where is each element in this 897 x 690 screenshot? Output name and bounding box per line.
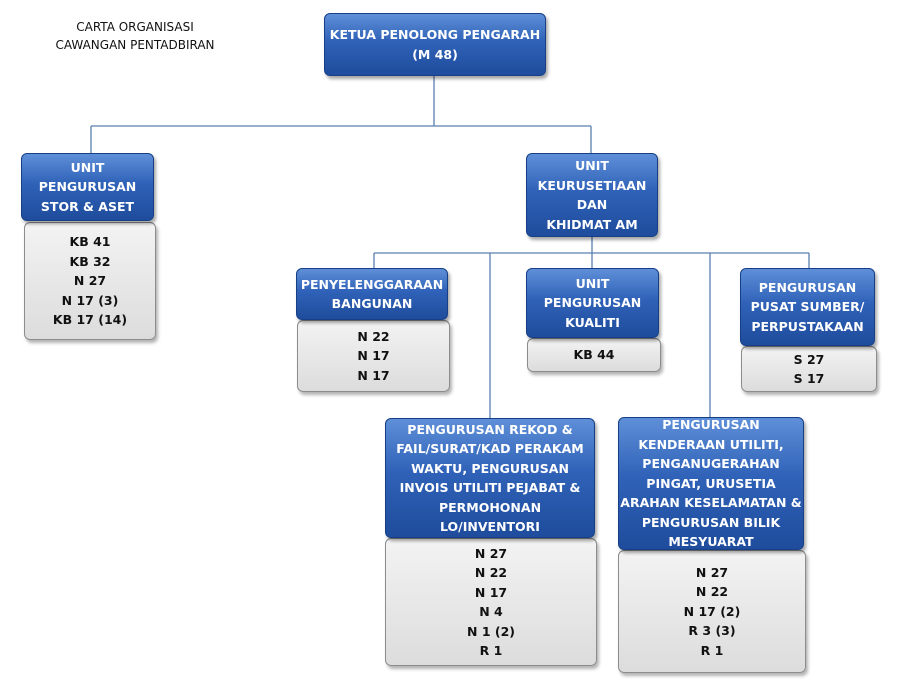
node-line: PENGURUSAN BILIK xyxy=(641,514,781,530)
grade-item: N 17 xyxy=(357,348,390,364)
node-line: KENDERAAN UTILITI, xyxy=(638,436,784,452)
node-line: PENGURUSAN xyxy=(662,417,760,433)
grade-item: R 3 (3) xyxy=(688,623,736,639)
grades-stor: KB 41 KB 32 N 27 N 17 (3) KB 17 (14) xyxy=(24,222,156,340)
grade-item: N 27 xyxy=(474,545,508,561)
node-pengurusan-pusat-sumber: PENGURUSAN PUSAT SUMBER/ PERPUSTAKAAN xyxy=(740,268,875,346)
node-line: KEURUSETIAAN xyxy=(537,177,647,193)
node-line: PENGANUGERAHAN xyxy=(642,456,780,472)
node-line: PINGAT, URUSETIA xyxy=(646,475,776,491)
grade-item: N 22 xyxy=(474,565,508,580)
node-line: ARAHAN KESELAMATAN & xyxy=(620,495,802,511)
node-line: MESYUARAT xyxy=(668,534,754,550)
node-line: PUSAT SUMBER/ xyxy=(750,299,865,315)
chart-title-line-1: CARTA ORGANISASI xyxy=(76,20,194,34)
grade-item: KB 17 (14) xyxy=(52,312,128,328)
grade-item: N 1 (2) xyxy=(467,623,515,639)
node-line: STOR & ASET xyxy=(40,198,135,214)
grade-item: N 27 xyxy=(695,564,729,580)
grade-item: KB 44 xyxy=(573,347,615,363)
grade-item: N 17 (2) xyxy=(683,603,741,619)
node-line: PENGURUSAN xyxy=(38,179,137,195)
node-unit-keurusetiaan: UNIT KEURUSETIAAN DAN KHIDMAT AM xyxy=(526,153,658,237)
node-line: PENYELENGGARAAN xyxy=(300,276,444,292)
node-line: PENGURUSAN REKOD & xyxy=(407,421,573,437)
grade-item: R 1 xyxy=(479,643,503,658)
node-line: KUALITI xyxy=(565,314,620,330)
grades-kenderaan: N 27 N 22 N 17 (2) R 3 (3) R 1 xyxy=(618,550,806,673)
node-line: PENGURUSAN xyxy=(758,279,857,295)
node-line: FAIL/SURAT/KAD PERAKAM xyxy=(396,441,584,456)
node-line: PERMOHONAN xyxy=(438,499,542,515)
node-line: UNIT xyxy=(575,158,609,173)
node-line: DAN xyxy=(576,197,608,212)
node-line: LO/INVENTORI xyxy=(440,519,540,534)
grade-item: N 4 xyxy=(479,604,503,619)
node-line: UNIT xyxy=(70,159,105,175)
chart-title: CARTA ORGANISASI CAWANGAN PENTADBIRAN xyxy=(20,18,250,54)
node-unit-pengurusan-kualiti: UNIT PENGURUSAN KUALITI xyxy=(526,268,659,338)
grade-item: N 17 xyxy=(474,584,508,600)
grades-rekod: N 27 N 22 N 17 N 4 N 1 (2) R 1 xyxy=(385,538,597,666)
grades-bangunan: N 22 N 17 N 17 xyxy=(297,320,450,392)
grade-item: N 17 xyxy=(357,367,390,383)
grades-pusat-sumber: S 27 S 17 xyxy=(741,346,877,392)
node-penyelenggaraan-bangunan: PENYELENGGARAAN BANGUNAN xyxy=(296,268,448,320)
grade-item: N 22 xyxy=(357,328,390,344)
grade-item: S 27 xyxy=(793,351,825,367)
grade-item: KB 41 xyxy=(69,234,111,250)
node-pengurusan-kenderaan: PENGURUSAN KENDERAAN UTILITI, PENGANUGER… xyxy=(618,417,804,550)
node-line: WAKTU, PENGURUSAN xyxy=(411,460,569,476)
node-line: INVOIS UTILITI PEJABAT & xyxy=(399,480,581,495)
node-line: BANGUNAN xyxy=(331,296,413,311)
node-line: PENGURUSAN xyxy=(543,295,642,311)
grade-item: N 22 xyxy=(695,584,729,600)
grade-item: R 1 xyxy=(700,642,724,658)
node-ketua-penolong-pengarah: KETUA PENOLONG PENGARAH (M 48) xyxy=(324,13,546,76)
node-line: PERPUSTAKAAN xyxy=(751,318,864,334)
grade-item: S 17 xyxy=(793,371,825,386)
grades-kualiti: KB 44 xyxy=(527,338,661,372)
grade-item: KB 32 xyxy=(69,253,111,269)
node-line: UNIT xyxy=(575,275,610,291)
node-line: (M 48) xyxy=(412,46,458,62)
node-line: KHIDMAT AM xyxy=(546,216,638,232)
node-line: KETUA PENOLONG PENGARAH xyxy=(329,27,541,42)
grade-item: N 27 xyxy=(73,273,107,289)
chart-title-line-2: CAWANGAN PENTADBIRAN xyxy=(55,38,215,52)
node-unit-pengurusan-stor: UNIT PENGURUSAN STOR & ASET xyxy=(21,153,154,221)
node-pengurusan-rekod: PENGURUSAN REKOD & FAIL/SURAT/KAD PERAKA… xyxy=(385,418,595,538)
grade-item: N 17 (3) xyxy=(61,292,119,308)
